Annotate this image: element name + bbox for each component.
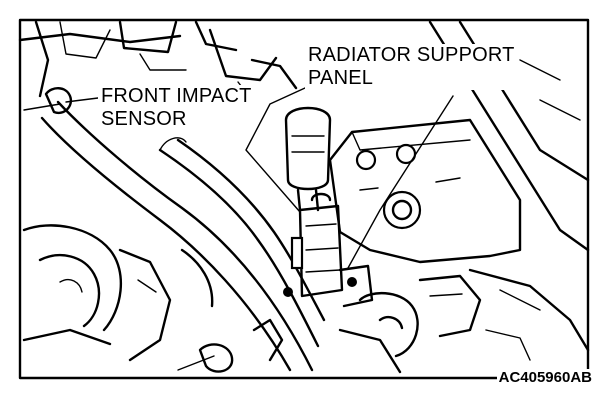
label-sensor-line1: FRONT IMPACT <box>101 85 252 107</box>
lower-mechanical-parts <box>252 274 531 374</box>
radiator-support-panel <box>328 118 522 264</box>
leader-radiator <box>347 95 454 269</box>
front-impact-sensor <box>283 192 374 308</box>
label-sensor-line2: SENSOR <box>101 108 187 130</box>
leader-sensor <box>245 87 306 213</box>
leader-sensor-left <box>65 97 99 103</box>
center-hose <box>158 137 326 348</box>
label-radiator-support-panel: RADIATOR SUPPORT PANEL <box>305 44 518 90</box>
left-hose <box>40 87 314 372</box>
figure-frame <box>18 18 590 380</box>
label-radiator-line1: RADIATOR SUPPORT <box>308 44 515 66</box>
leader-lines <box>65 87 454 269</box>
label-radiator-line2: PANEL <box>308 67 374 89</box>
figure-code: AC405960AB <box>496 369 594 387</box>
label-front-impact-sensor: FRONT IMPACT SENSOR <box>98 85 255 131</box>
lower-left-components <box>22 224 234 373</box>
mount-post <box>284 106 332 212</box>
